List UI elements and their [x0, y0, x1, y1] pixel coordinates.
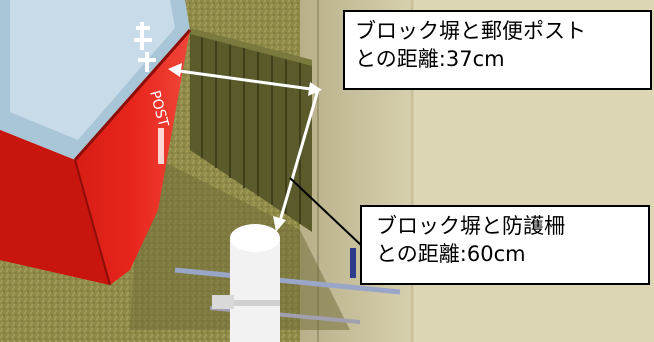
callout-mailbox-line1: ブロック塀と郵便ポスト: [355, 19, 586, 43]
fence-leader-line: [289, 177, 363, 247]
callout-fence-line1: ブロック塀と防護柵: [376, 214, 565, 238]
measurement-arrows: [168, 63, 322, 232]
bollard: [212, 224, 280, 342]
block-wall: [190, 28, 312, 232]
mailbox: POST: [0, 0, 192, 286]
arrow-head-bottom: [273, 216, 286, 232]
callout-mailbox-line2: との距離:37cm: [355, 47, 505, 71]
arrow-mailbox-wall: [171, 68, 319, 92]
arrow-head-right: [308, 82, 322, 96]
arrow-head-left: [168, 63, 182, 77]
callout-mailbox-distance: ブロック塀と郵便ポスト との距離:37cm: [343, 10, 652, 90]
arrow-wall-bollard: [276, 89, 320, 229]
callout-fence-distance: ブロック塀と防護柵 との距離:60cm: [360, 205, 650, 285]
callout-fence-line2: との距離:60cm: [376, 242, 526, 266]
